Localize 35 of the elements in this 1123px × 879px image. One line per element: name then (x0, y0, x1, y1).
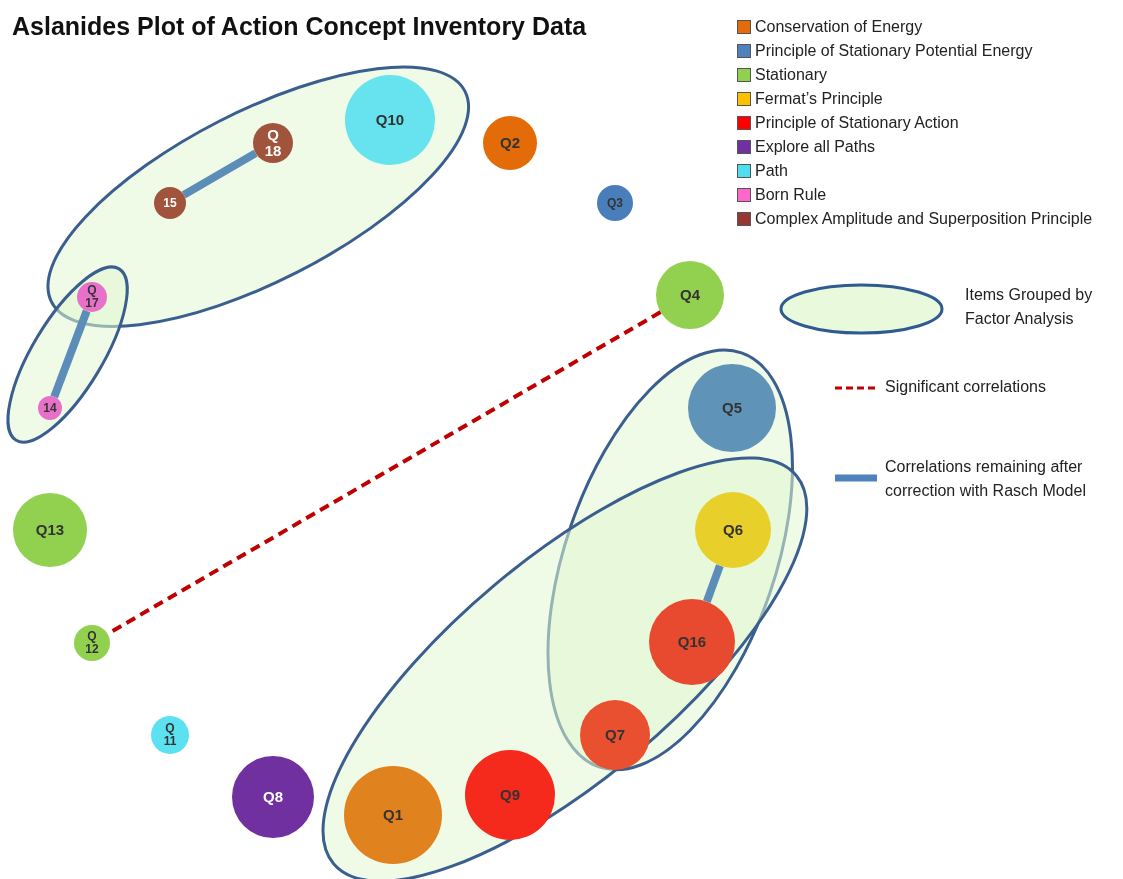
legend-label: Items Grouped by Factor Analysis (965, 285, 1094, 329)
item-bubble: 14 (38, 396, 62, 420)
item-bubble: Q 18 (253, 123, 293, 163)
item-bubble: Q16 (649, 599, 735, 685)
item-bubble: Q 17 (77, 282, 107, 312)
chart-title: Aslanides Plot of Action Concept Inventory Data (12, 12, 587, 41)
item-bubble: Q10 (345, 75, 435, 165)
legend-label: Stationary (755, 65, 829, 85)
item-bubble: Q5 (688, 364, 776, 452)
item-bubble: Q13 (13, 493, 87, 567)
item-bubble: Q7 (580, 700, 650, 770)
item-bubble: Q4 (656, 261, 724, 329)
legend-label: Path (755, 161, 789, 181)
item-bubble: Q8 (232, 756, 314, 838)
item-bubble: Q2 (483, 116, 537, 170)
legend-label: Principle of Stationary Potential Energy (755, 41, 1034, 61)
item-bubble: Q 11 (151, 716, 189, 754)
item-bubble: Q3 (597, 185, 633, 221)
legend-label: Conservation of Energy (755, 17, 924, 37)
group-ellipse (47, 67, 469, 327)
legend-label: Explore all Paths (755, 137, 877, 157)
item-bubble: Q9 (465, 750, 555, 840)
legend-label: Complex Amplitude and Superposition Principle (755, 209, 1094, 229)
legend-label: Principle of Stationary Action (755, 113, 960, 133)
legend-label: Born Rule (755, 185, 828, 205)
group-ellipse (8, 267, 128, 443)
item-bubble: Q 12 (74, 625, 110, 661)
item-bubble: Q1 (344, 766, 442, 864)
legend-label: Fermat’s Principle (755, 89, 884, 109)
correlation-line (703, 564, 724, 603)
legend-label: Correlations remaining after correction with Rasch Model (885, 457, 1087, 501)
item-bubble: Q6 (695, 492, 771, 568)
legend-label: Significant correlations (885, 377, 1047, 397)
item-bubble: 15 (154, 187, 186, 219)
correlation-line (181, 149, 258, 199)
